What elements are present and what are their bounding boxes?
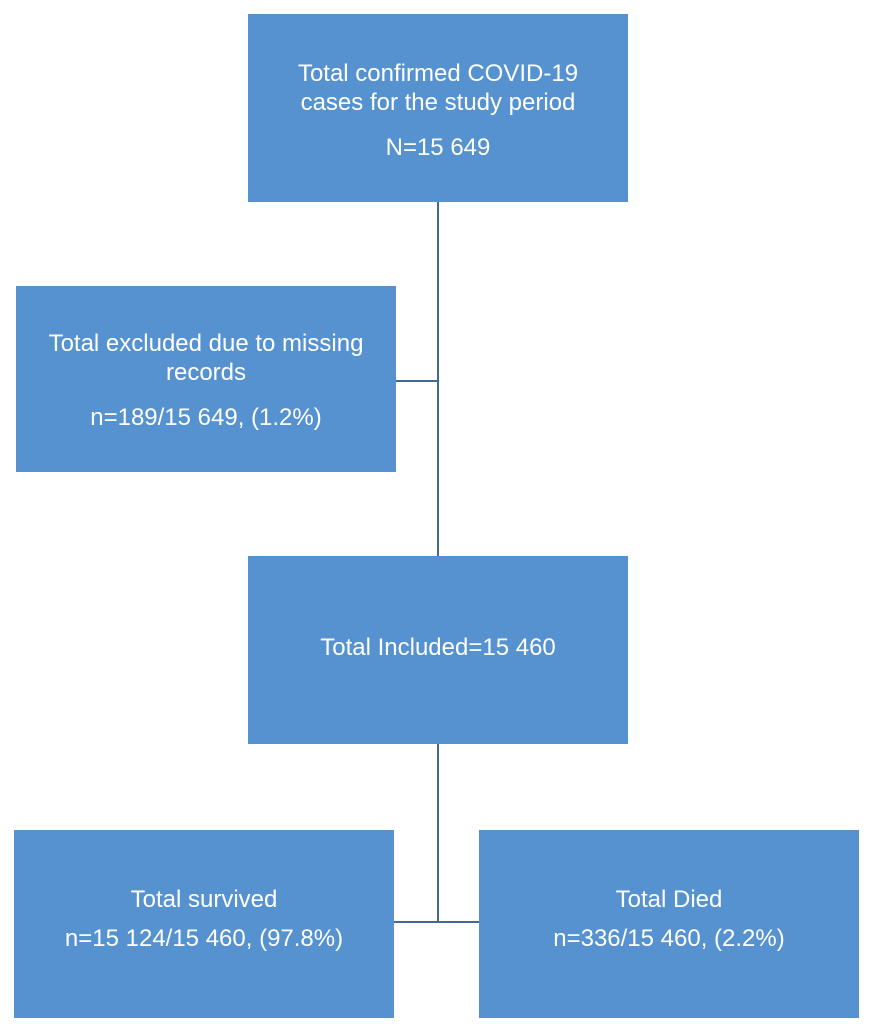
survived-count: n=15 124/15 460, (97.8%): [64, 924, 344, 952]
connector-total-to-included: [437, 202, 439, 556]
total-cases-line1: Total confirmed COVID-19: [297, 60, 579, 87]
connector-excluded-branch: [396, 380, 438, 382]
survived-label: Total survived: [130, 886, 278, 913]
connector-included-down: [437, 744, 439, 922]
included-box: Total Included=15 460: [248, 556, 628, 744]
excluded-box: Total excluded due to missing records n=…: [16, 286, 396, 472]
excluded-line2: records: [165, 358, 247, 386]
excluded-line1: Total excluded due to missing: [48, 330, 364, 357]
survived-box: Total survived n=15 124/15 460, (97.8%): [14, 830, 394, 1018]
total-cases-box: Total confirmed COVID-19 cases for the s…: [248, 14, 628, 202]
total-cases-line2: cases for the study period: [300, 88, 576, 116]
died-count: n=336/15 460, (2.2%): [553, 924, 785, 952]
died-box: Total Died n=336/15 460, (2.2%): [479, 830, 859, 1018]
excluded-count: n=189/15 649, (1.2%): [90, 403, 322, 431]
total-cases-count: N=15 649: [385, 133, 491, 161]
connector-outcome-split: [394, 921, 479, 923]
died-label: Total Died: [615, 886, 723, 913]
included-label: Total Included=15 460: [320, 634, 556, 661]
